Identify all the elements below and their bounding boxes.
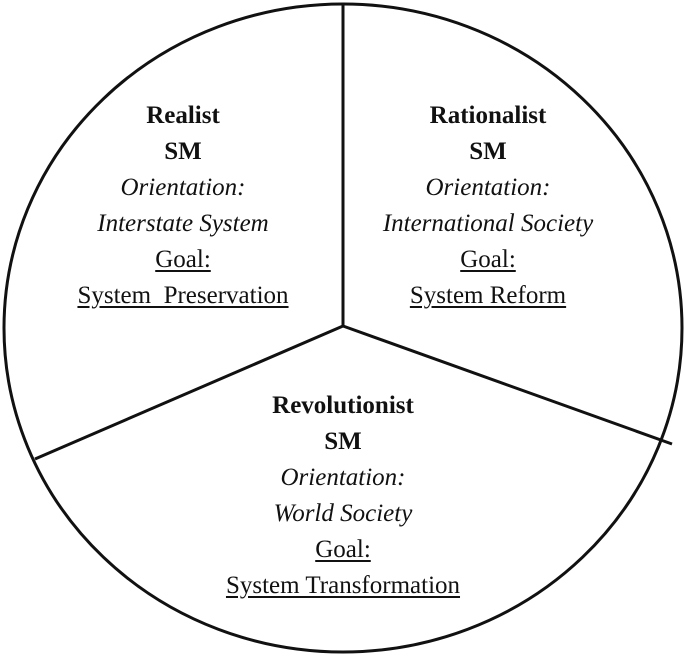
goal-value: System Transformation xyxy=(225,572,461,599)
goal-label: Goal: xyxy=(315,536,371,563)
orientation-label: Orientation: xyxy=(280,464,406,491)
divider-left xyxy=(34,324,344,461)
goal-label: Goal: xyxy=(460,246,516,273)
goal-label: Goal: xyxy=(155,246,211,273)
divider-right xyxy=(342,324,673,446)
segment-realist: Realist SM Orientation: Interstate Syste… xyxy=(33,98,333,314)
orientation-label: Orientation: xyxy=(425,174,551,201)
segment-abbr: SM xyxy=(164,138,202,165)
goal-value: System Reform xyxy=(409,282,567,309)
segment-abbr: SM xyxy=(469,138,507,165)
segment-title: Realist xyxy=(146,102,220,129)
segment-revolutionist: Revolutionist SM Orientation: World Soci… xyxy=(193,388,493,604)
goal-value: System Preservation xyxy=(77,282,289,309)
orientation-label: Orientation: xyxy=(120,174,246,201)
segment-title: Revolutionist xyxy=(272,392,414,419)
orientation-value: World Society xyxy=(273,500,413,527)
orientation-value: International Society xyxy=(382,210,594,237)
orientation-value: Interstate System xyxy=(97,210,269,237)
segment-rationalist: Rationalist SM Orientation: Internationa… xyxy=(338,98,638,314)
segment-abbr: SM xyxy=(324,428,362,455)
segment-title: Rationalist xyxy=(429,102,547,129)
